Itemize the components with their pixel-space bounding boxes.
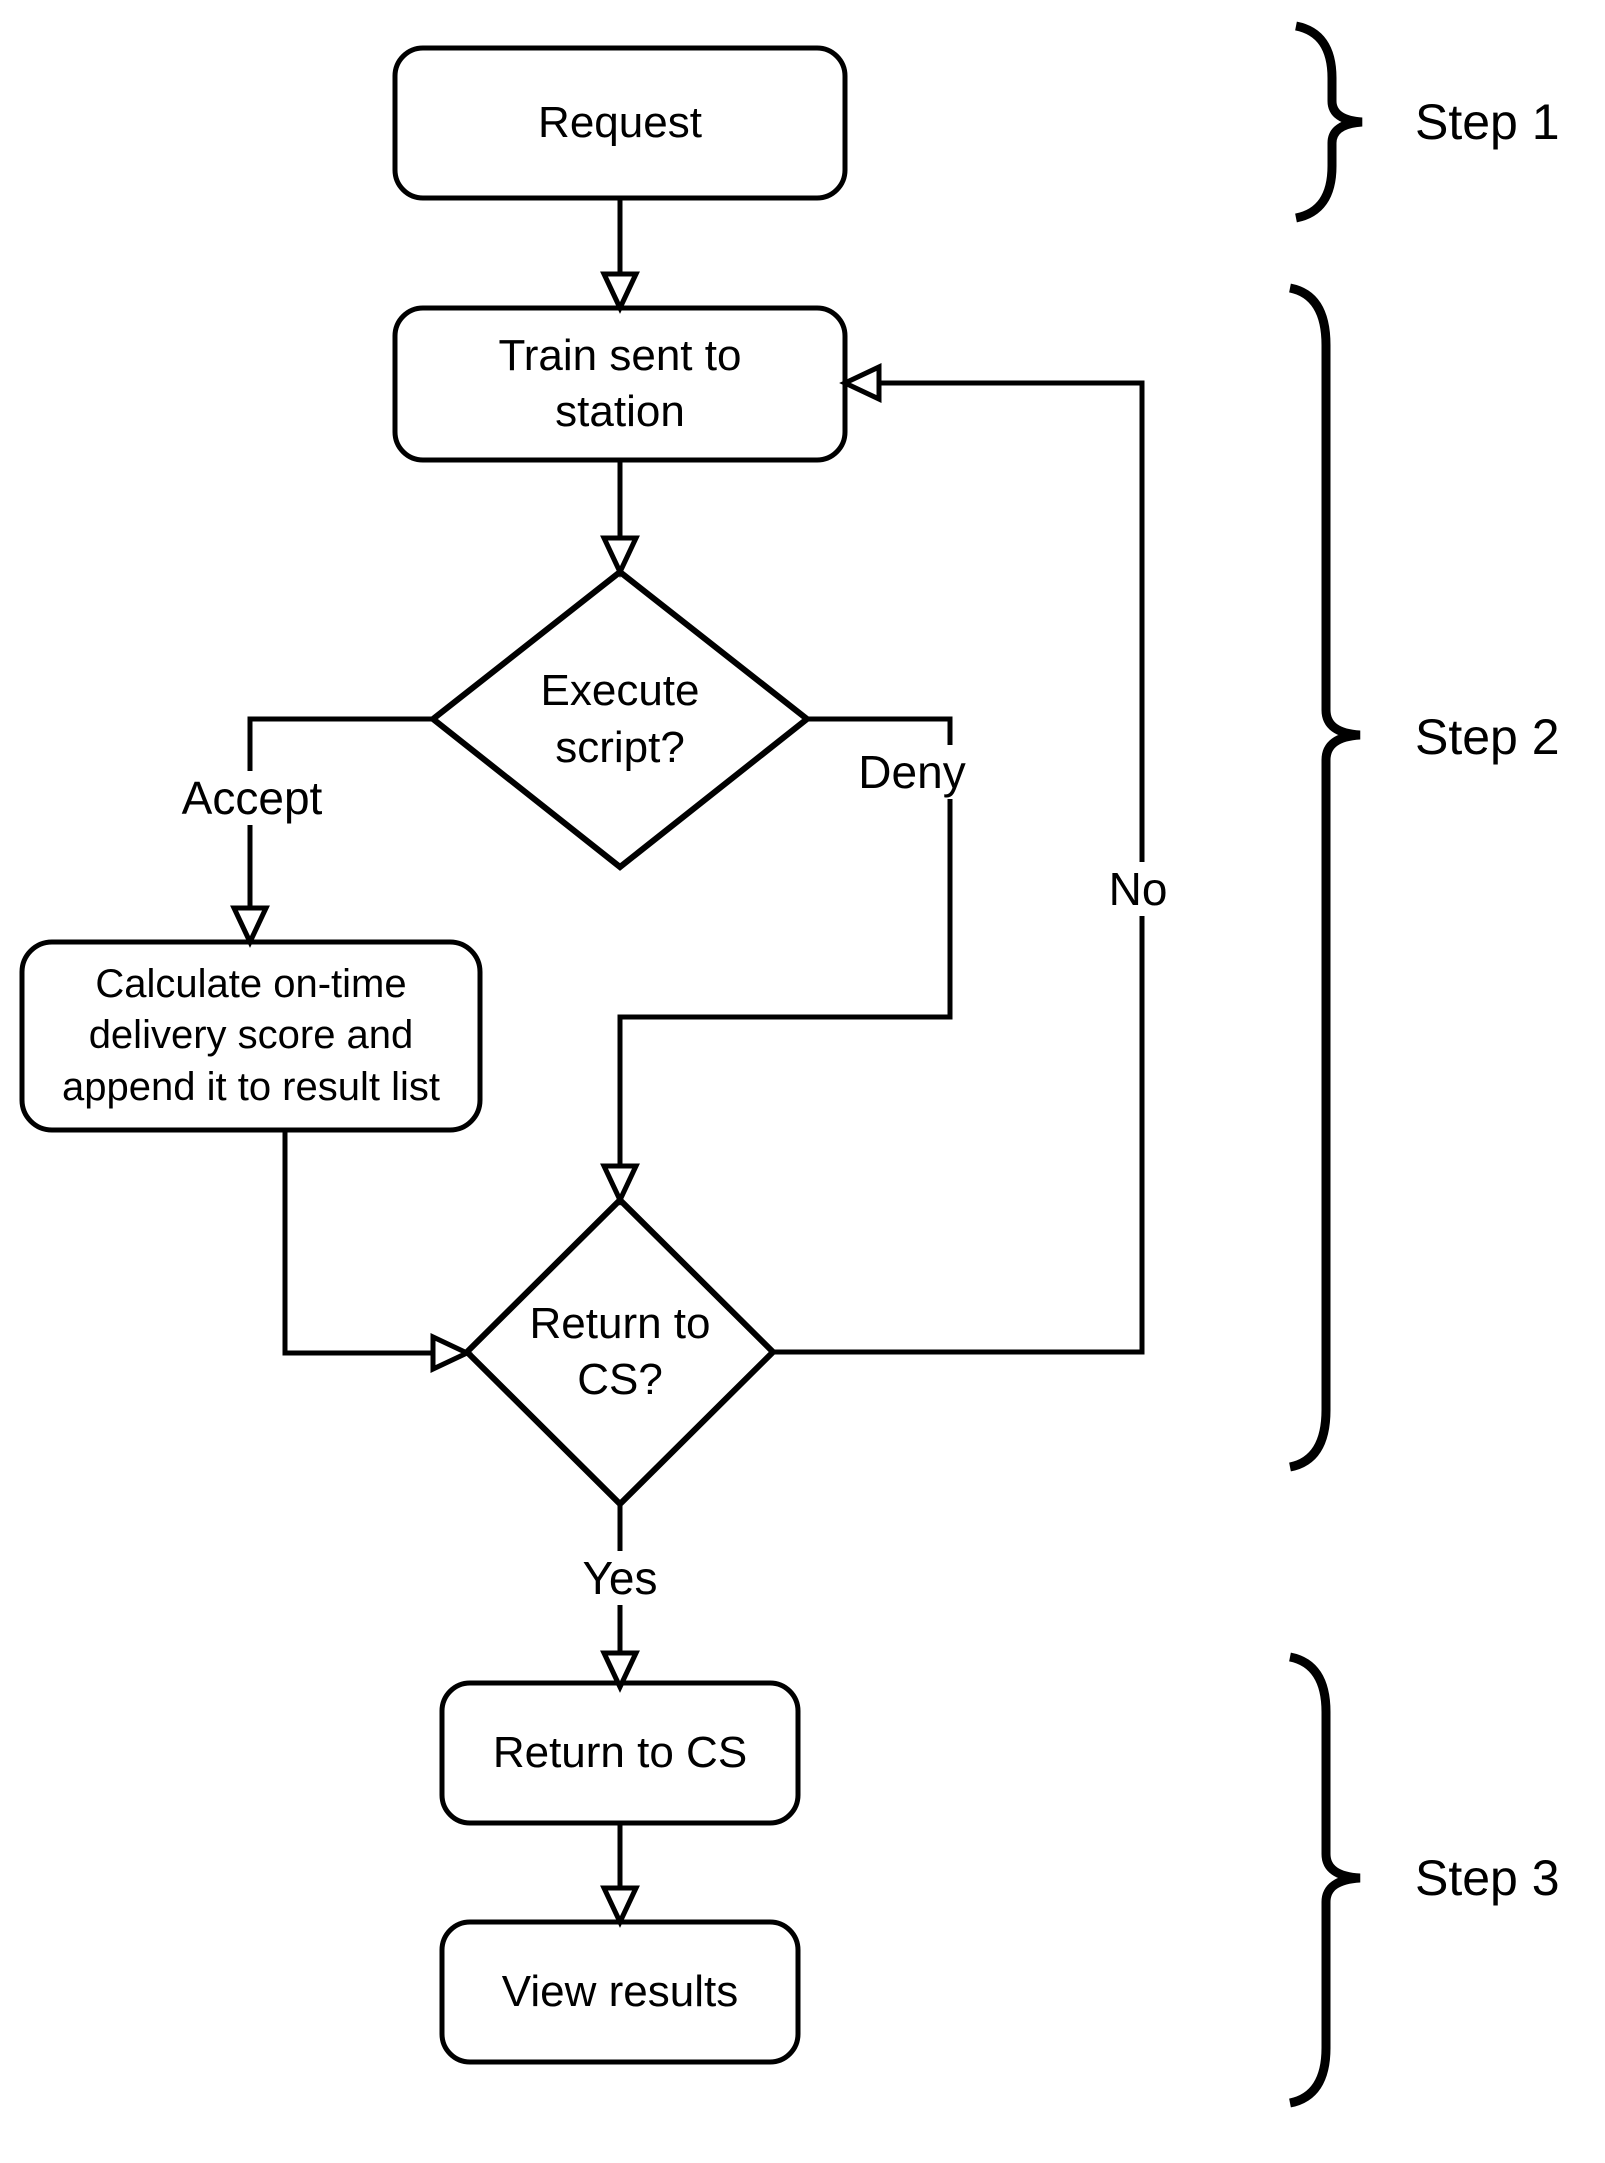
calculate-text-line1: Calculate on-time — [95, 962, 407, 1007]
execute-text-line1: Execute — [540, 666, 700, 716]
view-results-text: View results — [501, 1966, 739, 2016]
execute-script-diamond — [428, 568, 812, 871]
arrowhead-into-return-top — [600, 1163, 640, 1206]
no-edge-label: No — [1100, 862, 1176, 916]
edge-deny — [617, 716, 953, 1166]
yes-edge-label: Yes — [574, 1551, 666, 1605]
arrowhead-into-returncs-box — [600, 1650, 640, 1693]
execute-node-label: Execute script? — [433, 572, 807, 867]
execute-text-line2: script? — [555, 722, 685, 772]
edge-no-feedback — [773, 380, 1145, 1355]
edge-accept — [247, 716, 433, 908]
step3-brace — [1288, 1652, 1361, 2108]
arrowhead-into-execute — [600, 535, 640, 578]
return-cs-node-label: Return to CS — [442, 1683, 798, 1823]
return-cs-text: Return to CS — [492, 1727, 748, 1777]
arrowhead-into-view-results — [600, 1885, 640, 1928]
edge-calculate-to-return — [282, 1130, 433, 1356]
deny-edge-label: Deny — [850, 745, 974, 799]
train-text-line2: station — [555, 387, 685, 436]
step3-label: Step 3 — [1415, 1850, 1560, 1906]
arrowhead-into-calculate — [230, 905, 270, 948]
calculate-text-line3: append it to result list — [62, 1064, 440, 1109]
step1-brace — [1294, 21, 1363, 223]
arrowhead-into-return-left — [430, 1333, 473, 1373]
return-question-line2: CS? — [577, 1355, 663, 1404]
calculate-text-line2: delivery score and — [88, 1013, 414, 1058]
step2-brace — [1288, 283, 1361, 1472]
return-question-line1: Return to — [529, 1298, 711, 1348]
view-results-node-label: View results — [442, 1922, 798, 2062]
step1-label: Step 1 — [1415, 94, 1560, 150]
calculate-node-label: Calculate on-time delivery score and app… — [22, 942, 480, 1130]
arrowhead-into-train-top — [600, 271, 640, 314]
train-text-line1: Train sent to — [498, 330, 742, 380]
request-text: Request — [538, 97, 702, 147]
train-node-label: Train sent to station — [395, 308, 845, 460]
return-question-node-label: Return to CS? — [467, 1200, 773, 1504]
step2-label: Step 2 — [1415, 709, 1560, 765]
request-node-label: Request — [395, 48, 845, 198]
accept-edge-label: Accept — [173, 771, 331, 825]
arrowhead-into-train-right — [839, 363, 882, 403]
